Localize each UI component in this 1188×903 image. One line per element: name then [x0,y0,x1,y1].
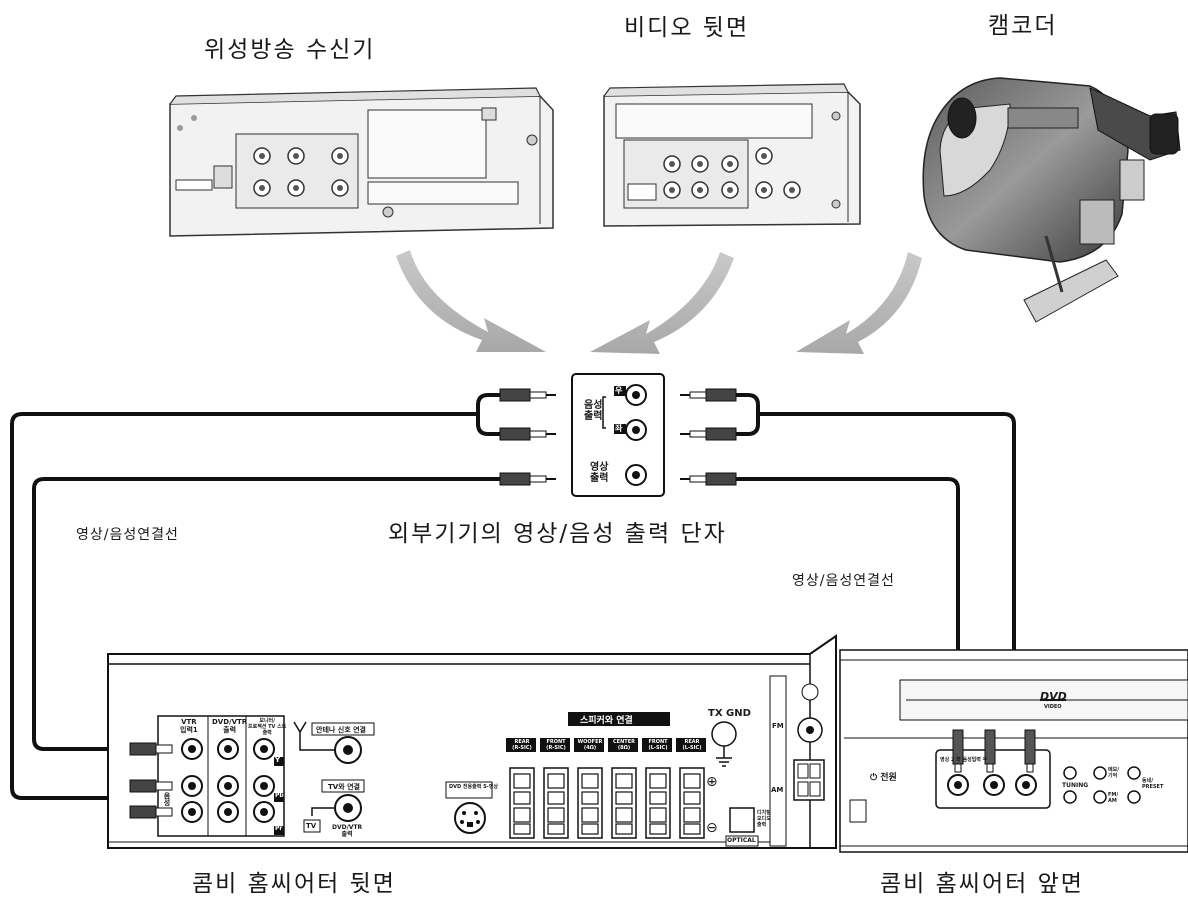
signal-arrows [396,250,922,354]
camcorder-label: 캠코더 [988,13,1058,39]
tuning-label: TUNING [1062,782,1089,789]
vcr-rear-label: 비디오 뒷면 [624,15,750,41]
dvd-logo: DVD [1040,690,1067,703]
satellite-receiver-label: 위성방송 수신기 [204,37,376,63]
am-label: AM [771,786,784,794]
speaker-label-2: FRONT(R-SIC) [546,739,566,751]
dvd-svideo-label: DVD 전용출력 S-영상 [449,784,498,790]
external-terminals-label: 외부기기의 영상/음성 출력 단자 [388,521,727,547]
speaker-title: 스피커와 연결 [580,716,633,726]
fm-label: FM [772,722,784,730]
satellite-receiver-image [169,87,554,237]
optical-label: OPTICAL [727,837,756,844]
tv-connect-label: TV와 연결 [328,783,360,791]
tv-box-label: TV [306,822,317,830]
vcr-rear-image [603,83,861,227]
av-cables [10,393,1032,814]
pr-label: Pr [275,825,283,832]
speaker-label-4: CENTER(8Ω) [613,739,635,751]
plus-mark: ⊕ [706,774,718,790]
speaker-label-1: REAR(R-SIC) [512,739,532,751]
input-label: 영상 2 좌 음성입력 우 [940,757,988,763]
video-logo-sub: VIDEO [1044,704,1062,710]
speaker-label-6: REAR(L-SIC) [682,739,702,751]
right-mark: 우 [615,386,623,395]
speaker-label-5: FRONT(L-SIC) [648,739,668,751]
rca-plugs-top [499,388,737,486]
left-mark: 좌 [615,424,623,433]
home-theater-rear-panel [107,634,837,849]
audio-side-label: 음성 [163,792,171,806]
fm-am-label: FM/AM [1108,792,1119,804]
y-label: Y [275,756,281,764]
minus-mark: ⊖ [706,820,718,836]
tx-gnd-label: TX GND [708,708,751,719]
speaker-label-3: WOOFER(4Ω) [577,739,603,751]
av-cable-left-label: 영상/음성연결선 [76,527,179,543]
memory-label: 메모/기억 [1108,767,1120,779]
home-theater-front-panel [839,649,1188,853]
power-label: ⏻ 전원 [870,773,897,783]
external-terminal-panel [571,373,665,497]
pb-label: Pb [275,792,284,799]
camcorder-image [922,77,1181,323]
antenna-label: 안테나 신호 연결 [316,726,366,734]
av-cable-right-label: 영상/음성연결선 [792,573,895,589]
preset-label: 동네/PRESET [1142,778,1164,790]
theater-rear-label: 콤비 홈씨어터 뒷면 [192,871,396,897]
theater-front-label: 콤비 홈씨어터 앞면 [880,871,1084,897]
